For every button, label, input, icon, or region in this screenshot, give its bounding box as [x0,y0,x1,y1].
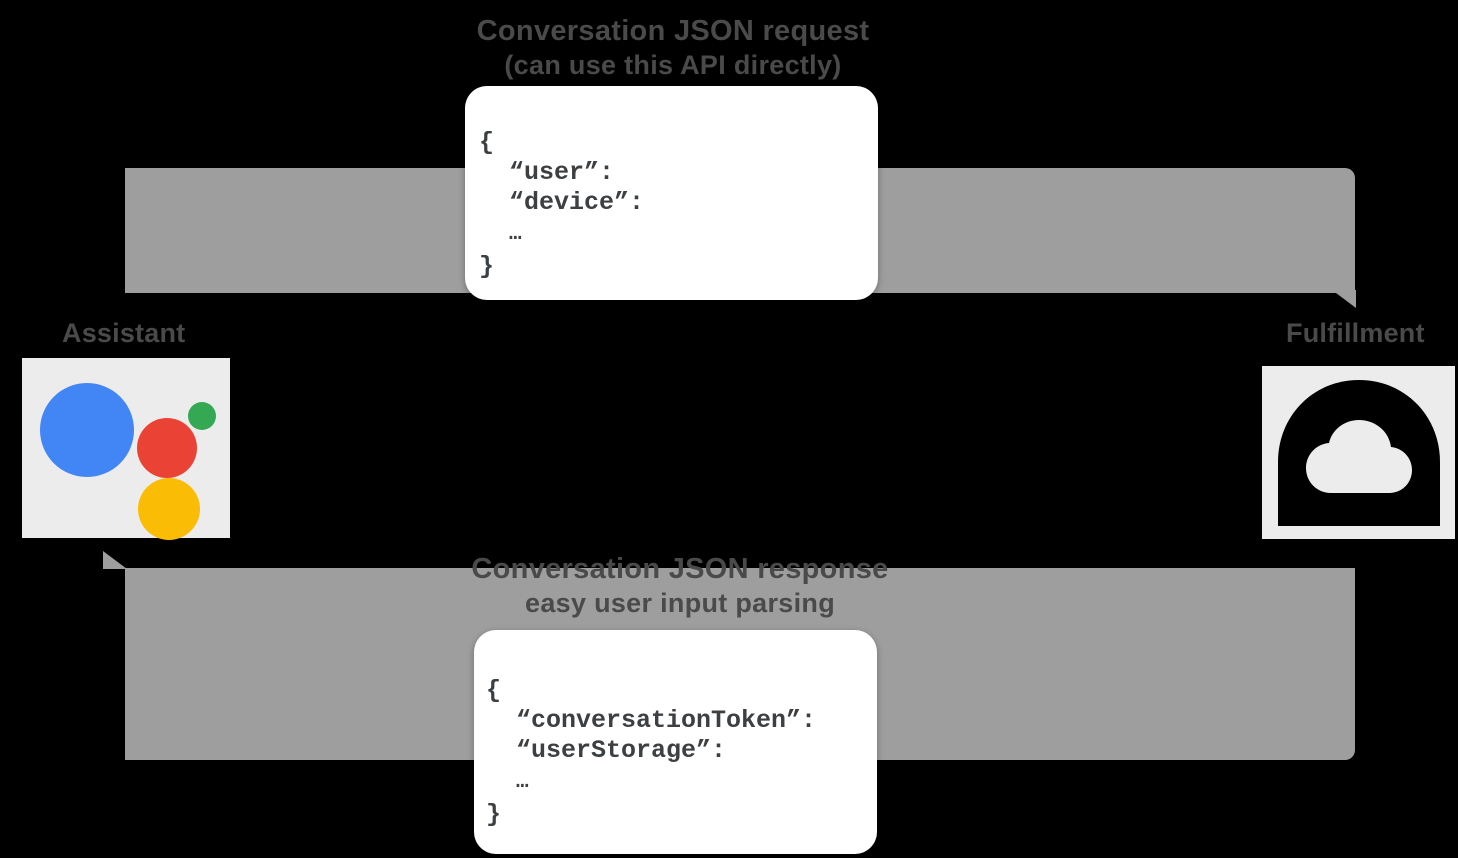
request-json-card: { “user”: “device”: … } [465,86,878,300]
response-caption-line2: easy user input parsing [525,588,835,618]
request-json-key-user: “user”: [509,158,615,187]
request-caption-line2: (can use this API directly) [504,50,842,80]
assistant-red-dot-icon [137,418,197,478]
request-json-key-device: “device”: [509,188,645,217]
request-json-close-brace: } [479,252,495,281]
assistant-endpoint[interactable] [22,358,230,540]
assistant-yellow-dot-icon [138,478,200,540]
response-caption-line1: Conversation JSON response [471,553,889,585]
assistant-endpoint-label: Assistant [62,318,186,348]
assistant-green-dot-icon [188,402,216,430]
response-json-key-conversation-token: “conversationToken”: [516,706,817,735]
fulfillment-endpoint[interactable] [1262,366,1455,539]
request-json-open-brace: { [479,128,495,157]
response-json-card: { “conversationToken”: “userStorage”: … … [474,630,877,854]
response-flow-caption: Conversation JSON response easy user inp… [400,552,960,620]
response-json-key-user-storage: “userStorage”: [516,736,727,765]
request-caption-line1: Conversation JSON request [476,15,870,47]
cloud-functions-icon [1262,366,1455,539]
assistant-blue-dot-icon [40,383,134,477]
cloud-glyph-icon [1278,380,1440,526]
request-flow-arrowhead [1332,290,1356,308]
google-assistant-icon [22,358,230,540]
response-json-close-brace: } [486,800,502,829]
fulfillment-endpoint-label: Fulfillment [1286,318,1425,348]
response-flow-arrowhead [103,551,127,569]
response-json-ellipsis: … [516,771,529,794]
request-flow-caption: Conversation JSON request (can use this … [393,14,953,82]
request-json-ellipsis: … [509,223,522,246]
response-json-open-brace: { [486,676,502,705]
